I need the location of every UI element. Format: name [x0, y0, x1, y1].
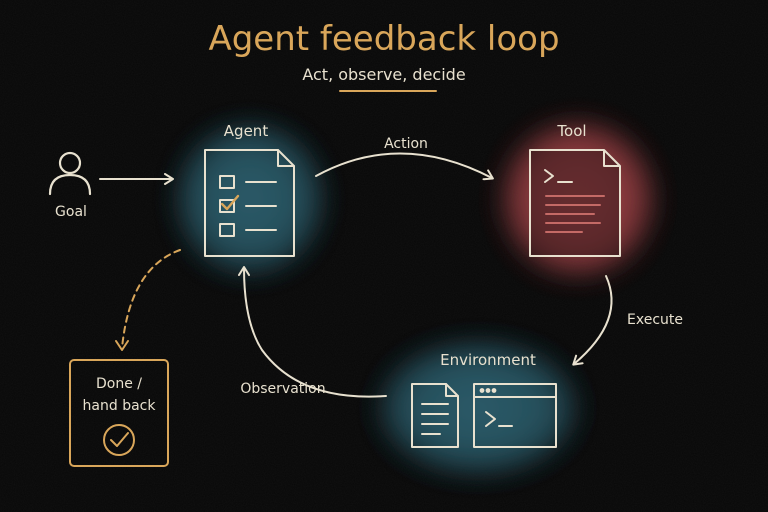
done-box: [69, 359, 169, 467]
done-node: Done / hand back: [69, 359, 169, 467]
check-circle-icon: [103, 424, 135, 456]
environment-glow-core: [386, 348, 570, 468]
observation-arrow: [238, 266, 387, 398]
done-label-line2: hand back: [83, 398, 157, 414]
action-label: Action: [384, 136, 428, 152]
tool-node: Tool: [529, 122, 621, 257]
page-title: Agent feedback loop: [208, 19, 559, 59]
goal-label: Goal: [55, 204, 87, 220]
execute-arrow: [572, 275, 613, 366]
agent-glow-core: [182, 129, 318, 269]
page-subtitle: Act, observe, decide: [302, 65, 465, 84]
observation-label: Observation: [240, 381, 325, 397]
goal-node: Goal: [48, 151, 92, 220]
execute-label: Execute: [627, 312, 683, 328]
user-icon: [48, 151, 92, 196]
agent-node: Agent: [204, 122, 295, 257]
checklist-document-icon: [204, 149, 295, 257]
environment-label: Environment: [440, 351, 536, 369]
handback-arrowhead: [115, 340, 129, 351]
environment-node: Environment: [411, 351, 557, 448]
handback-dashed-arrow: [121, 249, 181, 349]
agent-label: Agent: [224, 122, 269, 140]
terminal-window-icon: [473, 383, 557, 448]
done-label-line1: Done /: [96, 376, 142, 392]
document-icon: [411, 383, 459, 448]
tool-label: Tool: [556, 122, 586, 140]
action-arrow: [315, 152, 494, 181]
terminal-document-icon: [529, 149, 621, 257]
